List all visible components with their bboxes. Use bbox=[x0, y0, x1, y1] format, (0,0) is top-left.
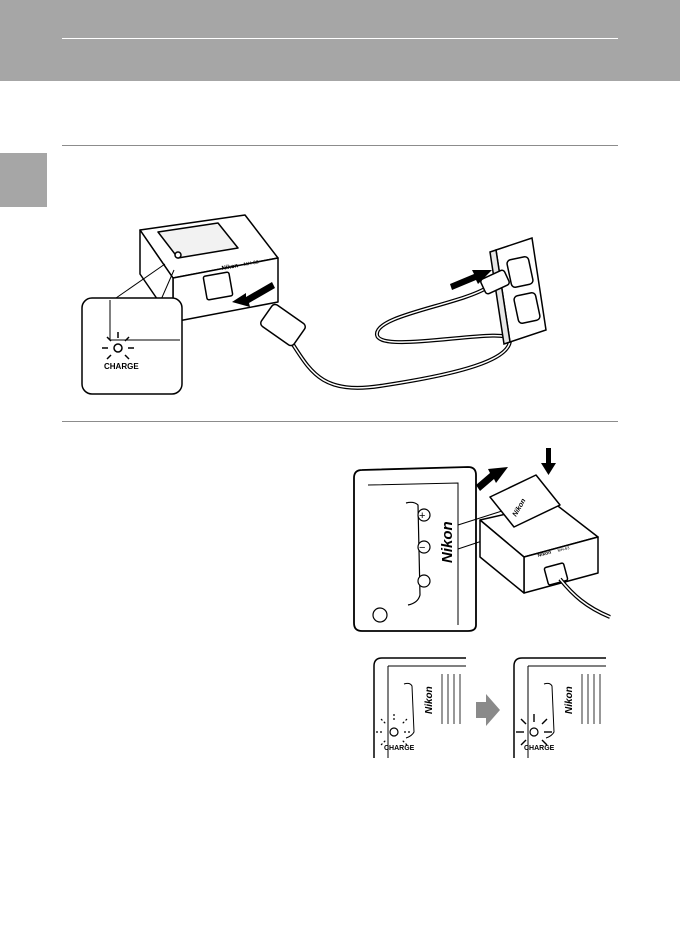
page-header-band bbox=[0, 0, 680, 81]
led-label-after: CHARGE bbox=[524, 745, 555, 752]
header-rule bbox=[62, 38, 618, 39]
plus-terminal-label: + bbox=[419, 510, 425, 522]
state-change-arrow-icon bbox=[476, 694, 500, 726]
step-rule-2 bbox=[62, 421, 618, 422]
charger-model: MH-63 bbox=[243, 259, 259, 268]
charger-model-2: MH-63 bbox=[557, 545, 571, 553]
charge-led-callout: CHARGE bbox=[81, 263, 183, 395]
led-glow-icon bbox=[102, 332, 134, 360]
battery-brand-before: Nikon bbox=[424, 686, 435, 714]
charge-status-illustration: Nikon CHARGE Nikon CHARG bbox=[373, 657, 606, 758]
slide-in-arrow-icon bbox=[476, 467, 508, 491]
battery-brand-detail: Nikon bbox=[439, 521, 456, 563]
power-cord bbox=[288, 285, 513, 390]
battery-brand-after: Nikon bbox=[564, 686, 575, 714]
insert-arrow-icon bbox=[232, 282, 275, 307]
charger-brand-2: Nikon bbox=[537, 550, 552, 559]
status-before: Nikon CHARGE bbox=[373, 657, 466, 758]
status-after: Nikon CHARGE bbox=[513, 657, 606, 758]
plug-in-arrow-icon bbox=[450, 270, 492, 290]
charge-led-label: CHARGE bbox=[104, 362, 139, 371]
cord-plug-charger bbox=[259, 303, 307, 347]
minus-terminal-label: − bbox=[419, 542, 425, 554]
charger-brand: Nikon bbox=[221, 263, 239, 272]
cord-plug-wall bbox=[480, 269, 510, 295]
chapter-tab bbox=[0, 153, 47, 207]
charger-with-battery bbox=[479, 474, 599, 594]
step-rule-1 bbox=[62, 145, 618, 146]
led-label-before: CHARGE bbox=[384, 745, 415, 752]
led-blinking-icon bbox=[376, 714, 412, 746]
charger-connection-illustration: Nikon MH-63 CHARGE bbox=[81, 214, 547, 395]
led-steady-icon bbox=[516, 714, 552, 746]
wall-outlet bbox=[489, 237, 547, 345]
battery-insert-illustration: + − Nikon Nikon Nikon MH-63 bbox=[353, 448, 611, 632]
battery-terminal-detail: + − Nikon bbox=[353, 466, 507, 632]
press-down-arrow-icon bbox=[541, 448, 556, 475]
